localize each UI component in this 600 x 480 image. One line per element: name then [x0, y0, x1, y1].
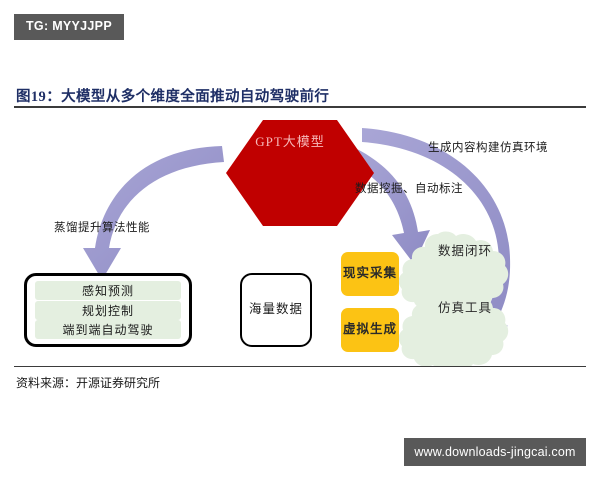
- source-text: 资料来源：开源证券研究所: [16, 376, 161, 390]
- title-divider: [14, 106, 586, 108]
- massive-data-box: 海量数据: [240, 273, 312, 347]
- arrow-simulation: [362, 128, 511, 336]
- stack-item-planning: 规划控制: [35, 300, 181, 320]
- arrow-distillation: [83, 146, 224, 280]
- source-divider: [14, 366, 586, 368]
- stack-item-end-to-end: 端到端自动驾驶: [35, 320, 181, 339]
- label-simulation: 生成内容构建仿真环境: [428, 142, 548, 154]
- orange-box-real-collection: 现实采集: [341, 252, 399, 296]
- autonomous-driving-stack-box: 感知预测 规划控制 端到端自动驾驶: [24, 273, 192, 347]
- tg-badge: TG: MYYJJPP: [14, 14, 124, 40]
- label-data-mining: 数据挖掘、自动标注: [355, 183, 463, 195]
- cloud-label-data-loop: 数据闭环: [437, 244, 492, 258]
- hexagon-gpt-model: [226, 120, 374, 226]
- diagram-canvas: [0, 108, 600, 366]
- arrow-data-mining: [348, 148, 430, 264]
- figure-title: 图19：大模型从多个维度全面推动自动驾驶前行: [16, 89, 330, 105]
- watermark: www.downloads-jingcai.com: [404, 438, 586, 466]
- orange-box-virtual-generation: 虚拟生成: [341, 308, 399, 352]
- cloud-data-loop: [398, 231, 509, 313]
- stack-item-perception: 感知预测: [35, 281, 181, 300]
- cloud-label-sim-tools: 仿真工具: [437, 301, 492, 315]
- label-distillation: 蒸馏提升算法性能: [54, 222, 150, 234]
- cloud-sim-tools: [398, 288, 509, 366]
- hexagon-label: GPT大模型: [255, 134, 325, 149]
